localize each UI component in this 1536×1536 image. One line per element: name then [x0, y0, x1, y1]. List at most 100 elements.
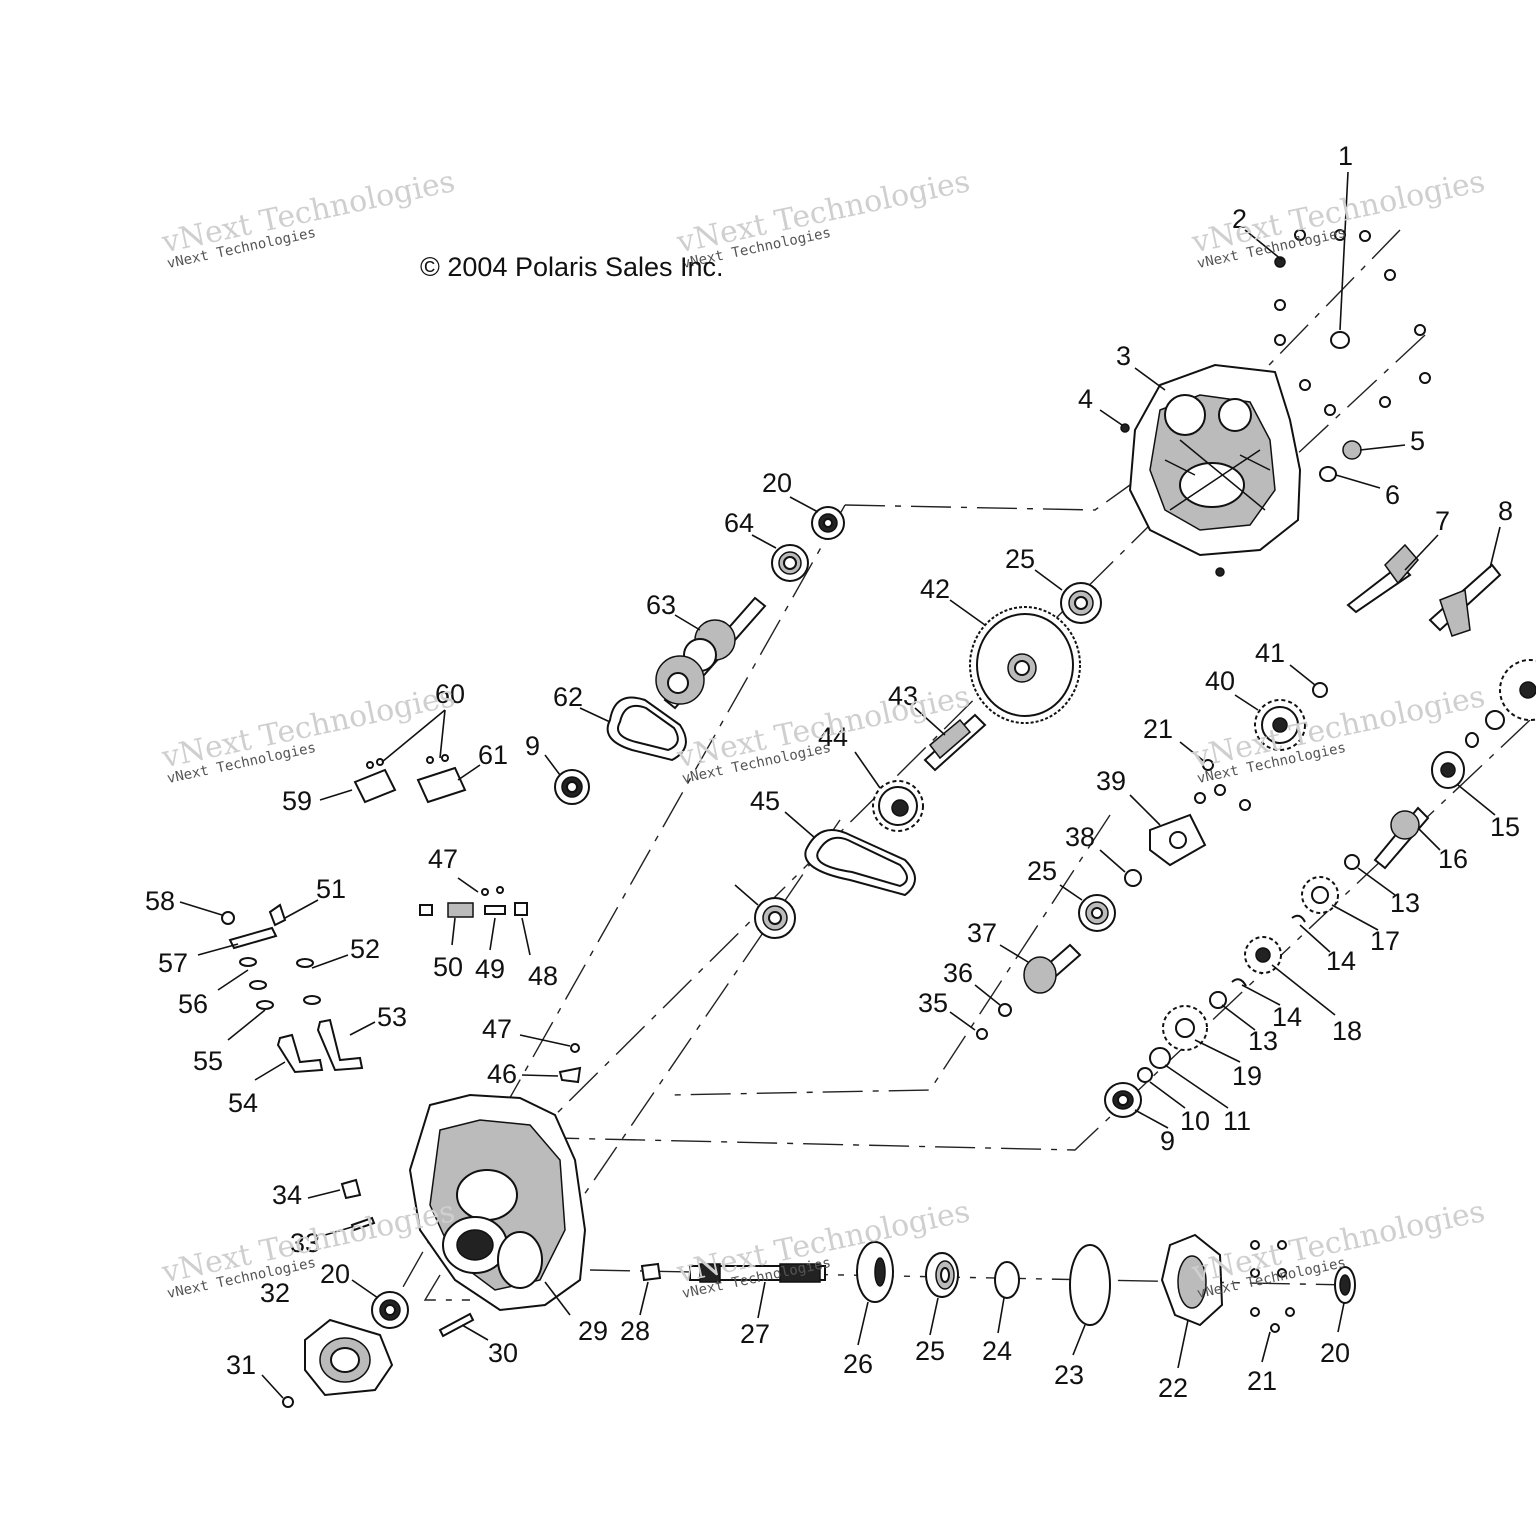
collar-part-26: [856, 1241, 894, 1303]
bearing-part-25-lower: [925, 1252, 959, 1298]
callout-20: 20: [1320, 1338, 1350, 1368]
washer-part-10: [1137, 1067, 1153, 1083]
bolt-set-part-21-lower: [1250, 1240, 1295, 1333]
callout-13: 13: [1248, 1026, 1278, 1056]
gear-part-partial-right: [1465, 659, 1536, 748]
callout-6: 6: [1385, 480, 1400, 510]
shaft-part-27: [689, 1263, 826, 1283]
callout-10: 10: [1180, 1106, 1210, 1136]
clip-part-14-lower: [1231, 978, 1247, 987]
callout-55: 55: [193, 1046, 223, 1076]
callout-13: 13: [1390, 888, 1420, 918]
axis-line: [423, 1274, 470, 1301]
callout-5: 5: [1410, 426, 1425, 456]
washer-part-13-lower: [1209, 991, 1227, 1009]
callout-61: 61: [478, 740, 508, 770]
shaft-part-37: [1023, 943, 1082, 994]
callout-52: 52: [350, 934, 380, 964]
callout-25: 25: [1027, 856, 1057, 886]
bolt-part-31: [282, 1396, 294, 1408]
callout-16: 16: [1438, 844, 1468, 874]
shaft-part-16: [1373, 806, 1430, 870]
bracket-part-46: [558, 1066, 582, 1084]
gear-part-42: [969, 606, 1081, 724]
callout-24: 24: [982, 1336, 1012, 1366]
callout-22: 22: [1158, 1373, 1188, 1403]
callout-14: 14: [1326, 946, 1356, 976]
washer-part-35: [976, 1028, 988, 1040]
callout-53: 53: [377, 1002, 407, 1032]
vent-part-33: [350, 1216, 376, 1232]
callout-27: 27: [740, 1319, 770, 1349]
gear-part-18: [1244, 936, 1282, 974]
callout-31: 31: [226, 1350, 256, 1380]
shift-shaft-part-53: [268, 903, 364, 1072]
callout-43: 43: [888, 681, 918, 711]
callout-25: 25: [1005, 544, 1035, 574]
callout-58: 58: [145, 886, 175, 916]
callout-29: 29: [578, 1316, 608, 1346]
callout-63: 63: [646, 590, 676, 620]
callout-21: 21: [1247, 1366, 1277, 1396]
callout-56: 56: [178, 989, 208, 1019]
sensor-part-59: [353, 758, 397, 804]
callout-59: 59: [282, 786, 312, 816]
callout-20: 20: [762, 468, 792, 498]
screw-part-47: [570, 1043, 580, 1053]
callout-20: 20: [320, 1259, 350, 1289]
shaft-part-43: [923, 713, 987, 772]
seal-part-1: [1330, 331, 1350, 349]
callout-50: 50: [433, 952, 463, 982]
callout-46: 46: [487, 1059, 517, 1089]
callout-40: 40: [1205, 666, 1235, 696]
washer-part-36: [998, 1003, 1012, 1017]
callout-51: 51: [316, 874, 346, 904]
washer-part-6: [1319, 466, 1337, 482]
bearing-part-25-upper: [1060, 582, 1102, 624]
bushing-part-28: [640, 1262, 662, 1282]
o-ring-part-23: [1069, 1244, 1111, 1326]
callout-26: 26: [843, 1349, 873, 1379]
seal-part-38: [1124, 869, 1142, 887]
gear-part-19: [1162, 1005, 1208, 1051]
axis-line: [1279, 334, 1426, 471]
callout-9: 9: [1160, 1126, 1175, 1156]
callout-47: 47: [428, 844, 458, 874]
seal-part-20-right: [1334, 1266, 1356, 1304]
callout-49: 49: [475, 954, 505, 984]
bearing-part-64: [771, 544, 809, 582]
callout-1: 1: [1338, 141, 1353, 171]
bolt-set-top: [1120, 229, 1431, 577]
callout-30: 30: [488, 1338, 518, 1368]
callout-48: 48: [528, 961, 558, 991]
callout-62: 62: [553, 682, 583, 712]
callout-19: 19: [1232, 1061, 1262, 1091]
clip-part-14-upper: [1291, 914, 1306, 923]
callout-44: 44: [818, 722, 848, 752]
callout-34: 34: [272, 1180, 302, 1210]
callout-11: 11: [1223, 1106, 1251, 1136]
chain-part-45: [804, 829, 916, 897]
leader-lines: [179, 171, 1501, 1399]
callout-33: 33: [290, 1228, 320, 1258]
callout-54: 54: [228, 1088, 258, 1118]
detent-assembly-part-48-50: [419, 886, 528, 918]
callout-64: 64: [724, 508, 754, 538]
shift-fork-part-7: [1346, 543, 1419, 614]
bearing-part-9-lower: [1104, 1082, 1142, 1118]
shift-fork-part-8: [1428, 563, 1502, 637]
callout-23: 23: [1054, 1360, 1084, 1390]
callout-2: 2: [1232, 204, 1247, 234]
housing-part-29: [408, 1093, 587, 1312]
callout-15: 15: [1490, 812, 1520, 842]
callout-7: 7: [1435, 506, 1450, 536]
bearing-part-9-top: [554, 769, 590, 805]
gear-part-17: [1301, 876, 1339, 914]
plug-part-5: [1342, 440, 1362, 460]
callout-35: 35: [918, 988, 948, 1018]
callout-60: 60: [435, 679, 465, 709]
copyright-notice: © 2004 Polaris Sales Inc.: [420, 252, 724, 282]
plate-part-39: [1149, 813, 1207, 867]
